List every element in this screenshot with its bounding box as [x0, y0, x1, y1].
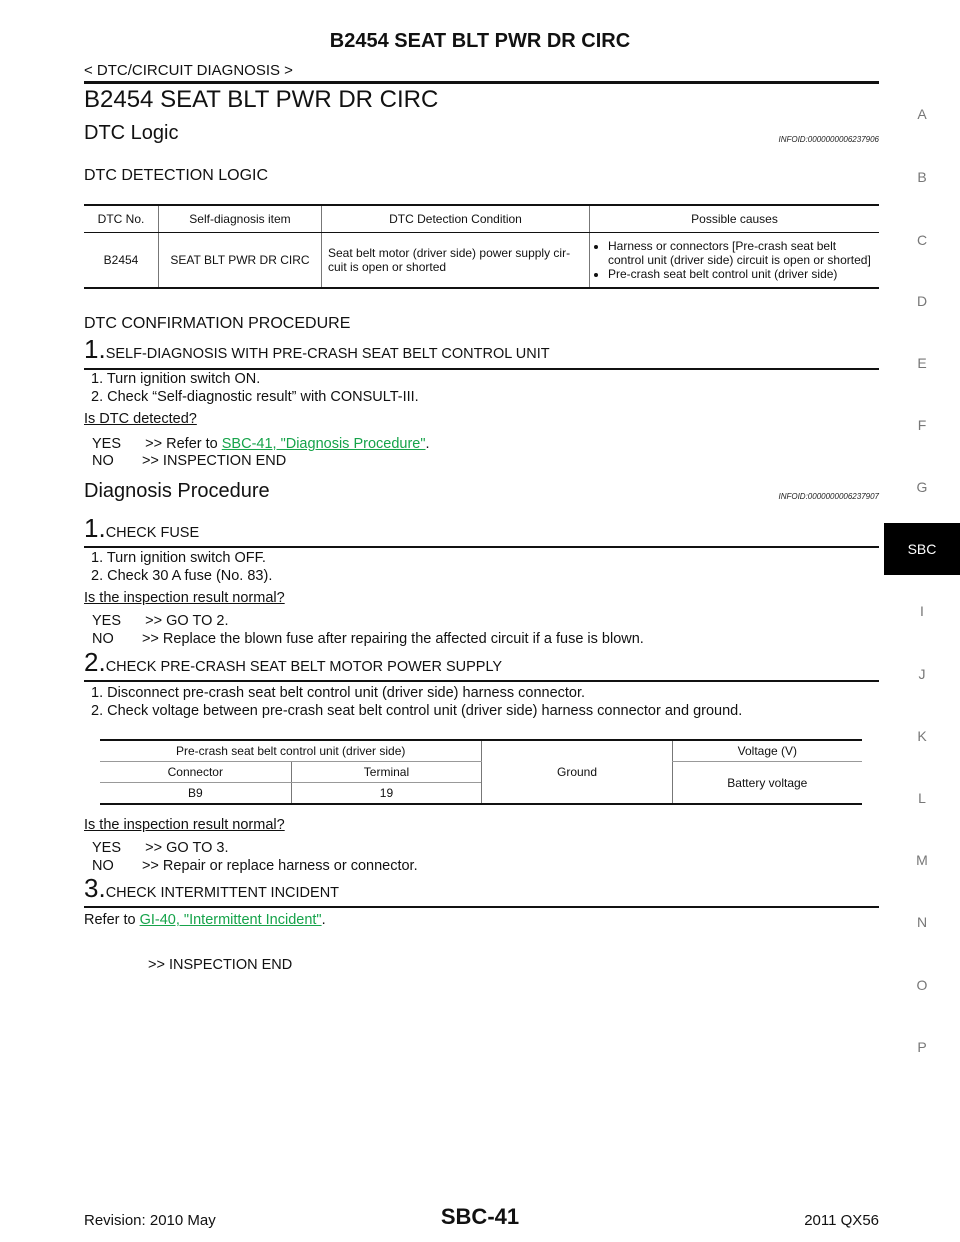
diagnosis-procedure-link[interactable]: SBC-41, "Diagnosis Procedure" [221, 436, 426, 452]
table-cell-terminal: 19 [290, 782, 482, 805]
footer-model: 2011 QX56 [804, 1212, 879, 1229]
section-title: B2454 SEAT BLT PWR DR CIRC [84, 86, 439, 113]
question: Is the inspection result normal? [84, 817, 285, 833]
side-tab-g[interactable]: G [916, 479, 928, 495]
table-cell-causes: Harness or connectors [Pre-crash seat be… [589, 232, 879, 289]
footer-revision: Revision: 2010 May [84, 1212, 216, 1229]
table-cell-ground: Ground [481, 739, 673, 805]
table-cell-unit: Pre-crash seat belt control unit (driver… [100, 739, 482, 762]
step-title: CHECK INTERMITTENT INCIDENT [105, 885, 340, 901]
side-tab-a[interactable]: A [917, 106, 927, 122]
yes-line: YES >> Refer to SBC-41, "Diagnosis Proce… [92, 436, 430, 452]
table-header-row: DTC No. Self-diagnosis item DTC Detectio… [84, 204, 879, 233]
dtc-detection-table: DTC No. Self-diagnosis item DTC Detectio… [84, 204, 879, 289]
yes-prefix: YES >> Refer to [92, 436, 222, 452]
dtc-logic-infoid: INFOID:0000000006237906 [778, 135, 879, 144]
step-title: CHECK PRE-CRASH SEAT BELT MOTOR POWER SU… [105, 659, 503, 675]
refer-suffix: . [321, 912, 326, 928]
table-cell-terminal-label: Terminal [290, 761, 482, 783]
table-row: Connector Terminal Battery voltage [100, 761, 862, 805]
step-heading: 3.CHECK INTERMITTENT INCIDENT [84, 873, 339, 904]
refer-line: Refer to GI-40, "Intermittent Incident". [84, 912, 326, 928]
no-line: NO >> Replace the blown fuse after repai… [92, 631, 644, 647]
table-header-cell: DTC No. [84, 204, 159, 233]
question: Is the inspection result normal? [84, 590, 285, 606]
table-header-cell: Self-diagnosis item [158, 204, 322, 233]
refer-prefix: Refer to [84, 912, 140, 928]
diagnosis-infoid: INFOID:0000000006237907 [778, 492, 879, 501]
table-cell-connector: B9 [100, 782, 292, 805]
side-tab-k[interactable]: K [917, 728, 927, 744]
step-rule [84, 546, 879, 548]
question: Is DTC detected? [84, 411, 197, 427]
side-tab-p[interactable]: P [917, 1039, 927, 1055]
step-heading: 1.CHECK FUSE [84, 513, 199, 544]
instruction-line: 2. Check 30 A fuse (No. 83). [91, 568, 273, 584]
diagnosis-procedure-heading: Diagnosis Procedure [84, 480, 270, 502]
instruction-line: 2. Check voltage between pre-crash seat … [91, 703, 743, 719]
voltage-check-table: Pre-crash seat belt control unit (driver… [100, 739, 862, 805]
side-tab-sbc[interactable]: SBC [884, 523, 960, 575]
table-row: B2454 SEAT BLT PWR DR CIRC Seat belt mot… [84, 232, 879, 289]
instruction-line: 1. Turn ignition switch ON. [91, 371, 261, 387]
side-tab-e[interactable]: E [917, 355, 927, 371]
side-tab-l[interactable]: L [918, 790, 926, 806]
step-heading: 2.CHECK PRE-CRASH SEAT BELT MOTOR POWER … [84, 647, 502, 678]
step-rule [84, 368, 879, 370]
side-tab-i[interactable]: I [920, 603, 924, 619]
dtc-logic-heading: DTC Logic [84, 122, 179, 144]
instruction-line: 2. Check “Self-diagnostic result” with C… [91, 389, 419, 405]
no-line: NO >> Repair or replace harness or conne… [92, 858, 418, 874]
inspection-end: >> INSPECTION END [148, 957, 293, 973]
list-item: Harness or connectors [Pre-crash seat be… [608, 239, 873, 267]
step-number: 3. [84, 873, 106, 903]
header-rule [84, 81, 879, 84]
side-tab-f[interactable]: F [917, 417, 927, 433]
table-row: B9 19 [100, 782, 862, 805]
page-header-title: B2454 SEAT BLT PWR DR CIRC [329, 30, 631, 52]
table-header-cell: DTC Detection Condition [321, 204, 590, 233]
yes-suffix: . [425, 436, 430, 452]
step-rule [84, 680, 879, 682]
dtc-confirmation-heading: DTC CONFIRMATION PROCEDURE [84, 315, 351, 332]
table-cell-item: SEAT BLT PWR DR CIRC [158, 232, 322, 289]
side-tab-b[interactable]: B [917, 169, 927, 185]
table-header-cell: Possible causes [589, 204, 879, 233]
no-line: NO >> INSPECTION END [92, 453, 287, 469]
instruction-line: 1. Turn ignition switch OFF. [91, 550, 266, 566]
intermittent-incident-link[interactable]: GI-40, "Intermittent Incident" [139, 912, 322, 928]
step-number: 2. [84, 647, 106, 677]
side-tab-o[interactable]: O [916, 977, 928, 993]
table-cell-connector-label: Connector [100, 761, 292, 783]
side-tab-j[interactable]: J [918, 666, 926, 682]
table-row: Pre-crash seat belt control unit (driver… [100, 739, 862, 805]
breadcrumb: < DTC/CIRCUIT DIAGNOSIS > [84, 62, 293, 79]
step-number: 1. [84, 513, 106, 543]
yes-line: YES >> GO TO 3. [92, 840, 229, 856]
dtc-detection-heading: DTC DETECTION LOGIC [84, 167, 269, 184]
list-item: Pre-crash seat belt control unit (driver… [608, 267, 873, 281]
yes-line: YES >> GO TO 2. [92, 613, 229, 629]
side-tab-c[interactable]: C [916, 232, 928, 248]
step-rule [84, 906, 879, 908]
step-heading: 1.SELF-DIAGNOSIS WITH PRE-CRASH SEAT BEL… [84, 334, 550, 365]
instruction-line: 1. Disconnect pre-crash seat belt contro… [91, 685, 586, 701]
table-cell-voltage: Battery voltage [671, 761, 862, 805]
step-title: SELF-DIAGNOSIS WITH PRE-CRASH SEAT BELT … [105, 346, 550, 362]
side-tab-n[interactable]: N [916, 914, 928, 930]
table-cell-dtc: B2454 [84, 232, 159, 289]
footer-page-number: SBC-41 [440, 1204, 520, 1229]
table-cell-voltage-label: Voltage (V) [671, 739, 862, 762]
step-title: CHECK FUSE [105, 525, 200, 541]
side-tab-m[interactable]: M [916, 852, 928, 868]
side-tab-d[interactable]: D [916, 293, 928, 309]
step-number: 1. [84, 334, 106, 364]
table-cell-condition: Seat belt motor (driver side) power supp… [321, 232, 590, 289]
